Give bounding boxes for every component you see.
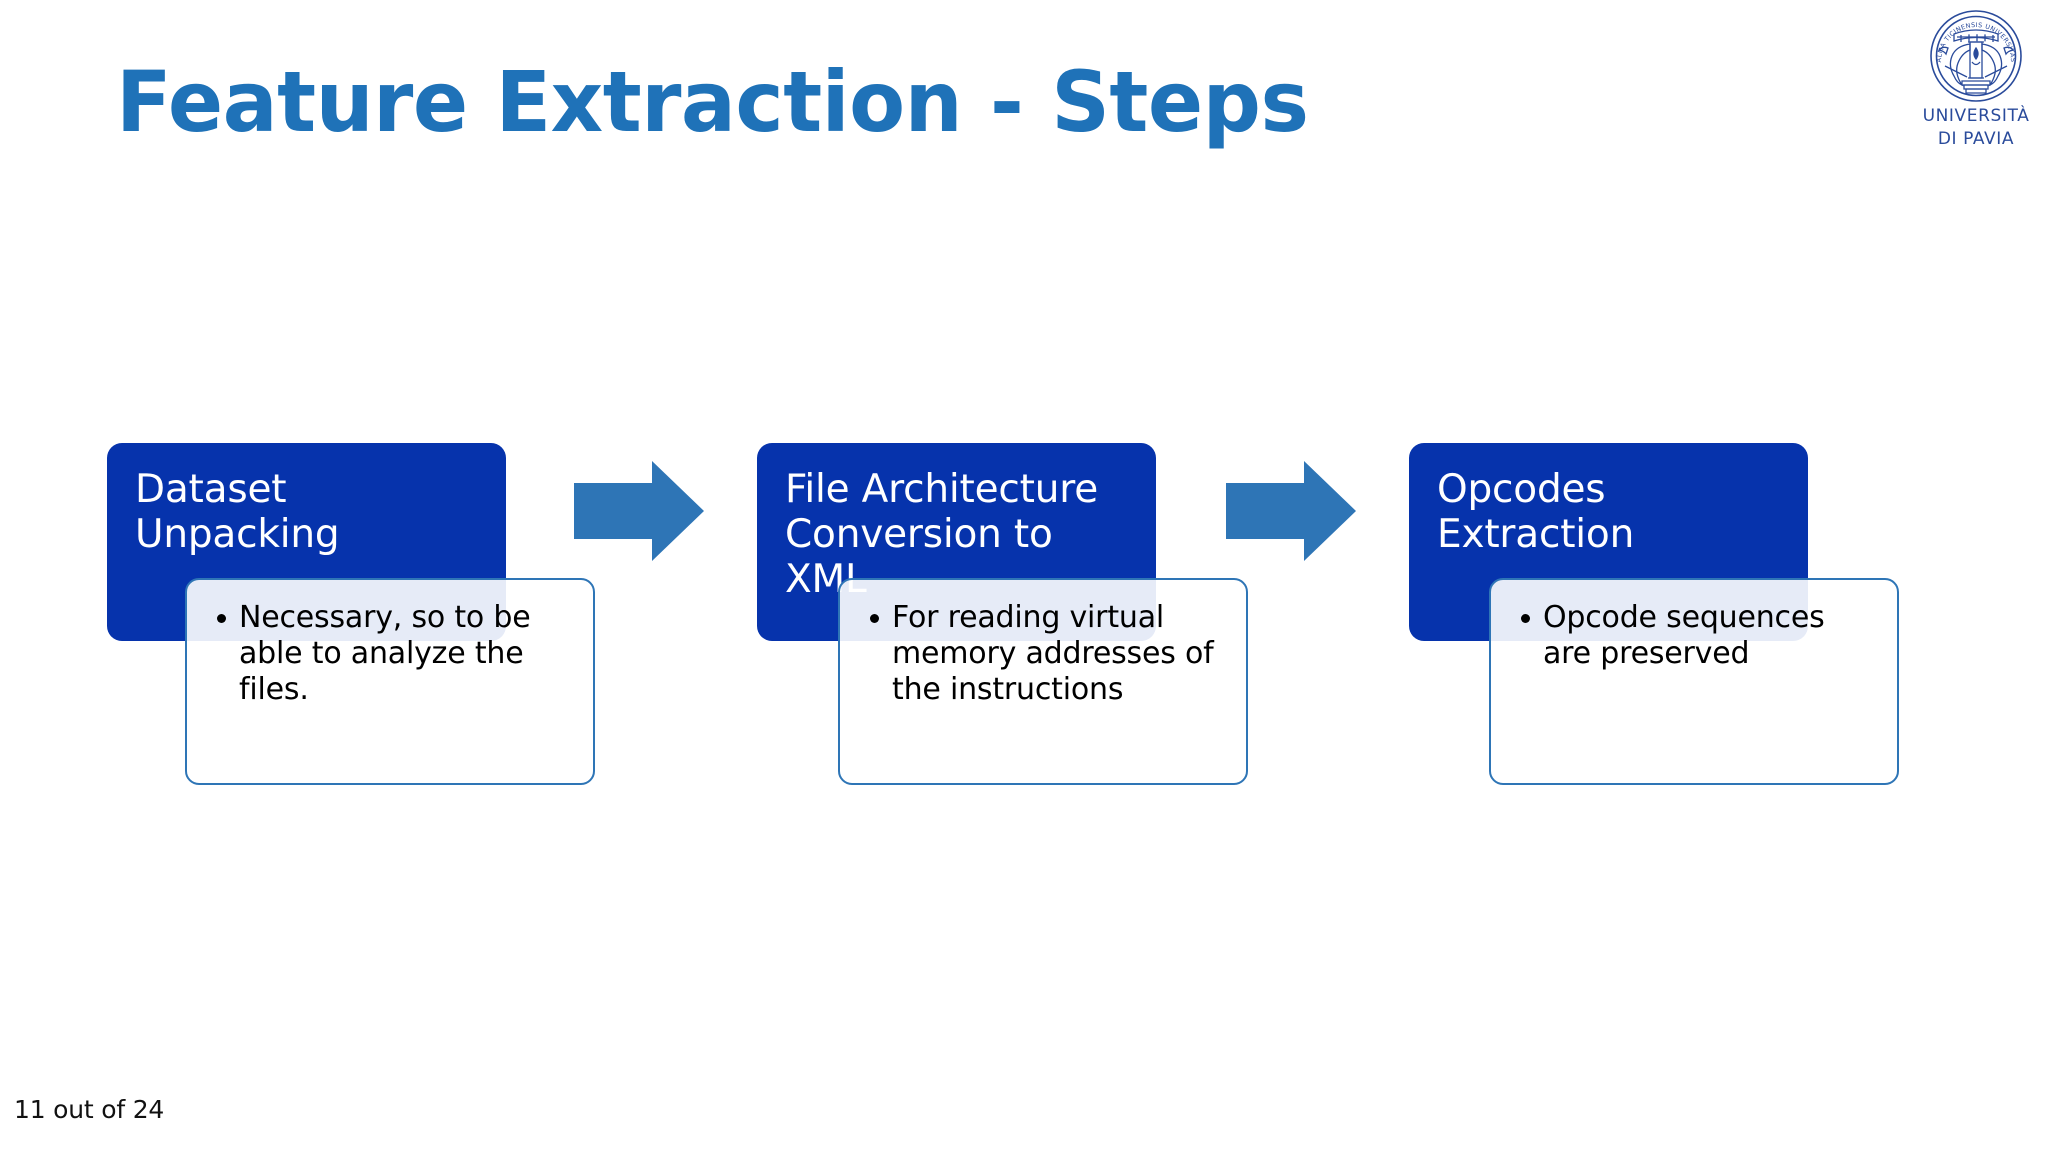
callout-bullet: For reading virtual memory addresses of … <box>870 600 1228 708</box>
arrow-step1-to-step2 <box>574 461 704 561</box>
page-counter: 11 out of 24 <box>14 1095 165 1124</box>
callout-bullet: Opcode sequences are preserved <box>1521 600 1879 672</box>
callout-bullet: Necessary, so to be able to analyze the … <box>217 600 575 708</box>
arrow-step2-to-step3 <box>1226 461 1356 561</box>
callout-card-opcodes-extraction: Opcode sequences are preserved <box>1489 578 1899 785</box>
university-of-pavia-logo: ALMA TICINENSIS UNIVERSITAS UNIVERSITÀ D… <box>1912 4 2040 150</box>
page-title: Feature Extraction - Steps <box>116 53 1309 151</box>
step-title: Dataset Unpacking <box>135 467 340 558</box>
logo-line1: UNIVERSITÀ <box>1923 104 2030 126</box>
callout-card-file-architecture-conversion: For reading virtual memory addresses of … <box>838 578 1248 785</box>
logo-line2: DI PAVIA <box>1938 129 2014 149</box>
step-title: Opcodes Extraction <box>1437 467 1635 558</box>
callout-card-dataset-unpacking: Necessary, so to be able to analyze the … <box>185 578 595 785</box>
